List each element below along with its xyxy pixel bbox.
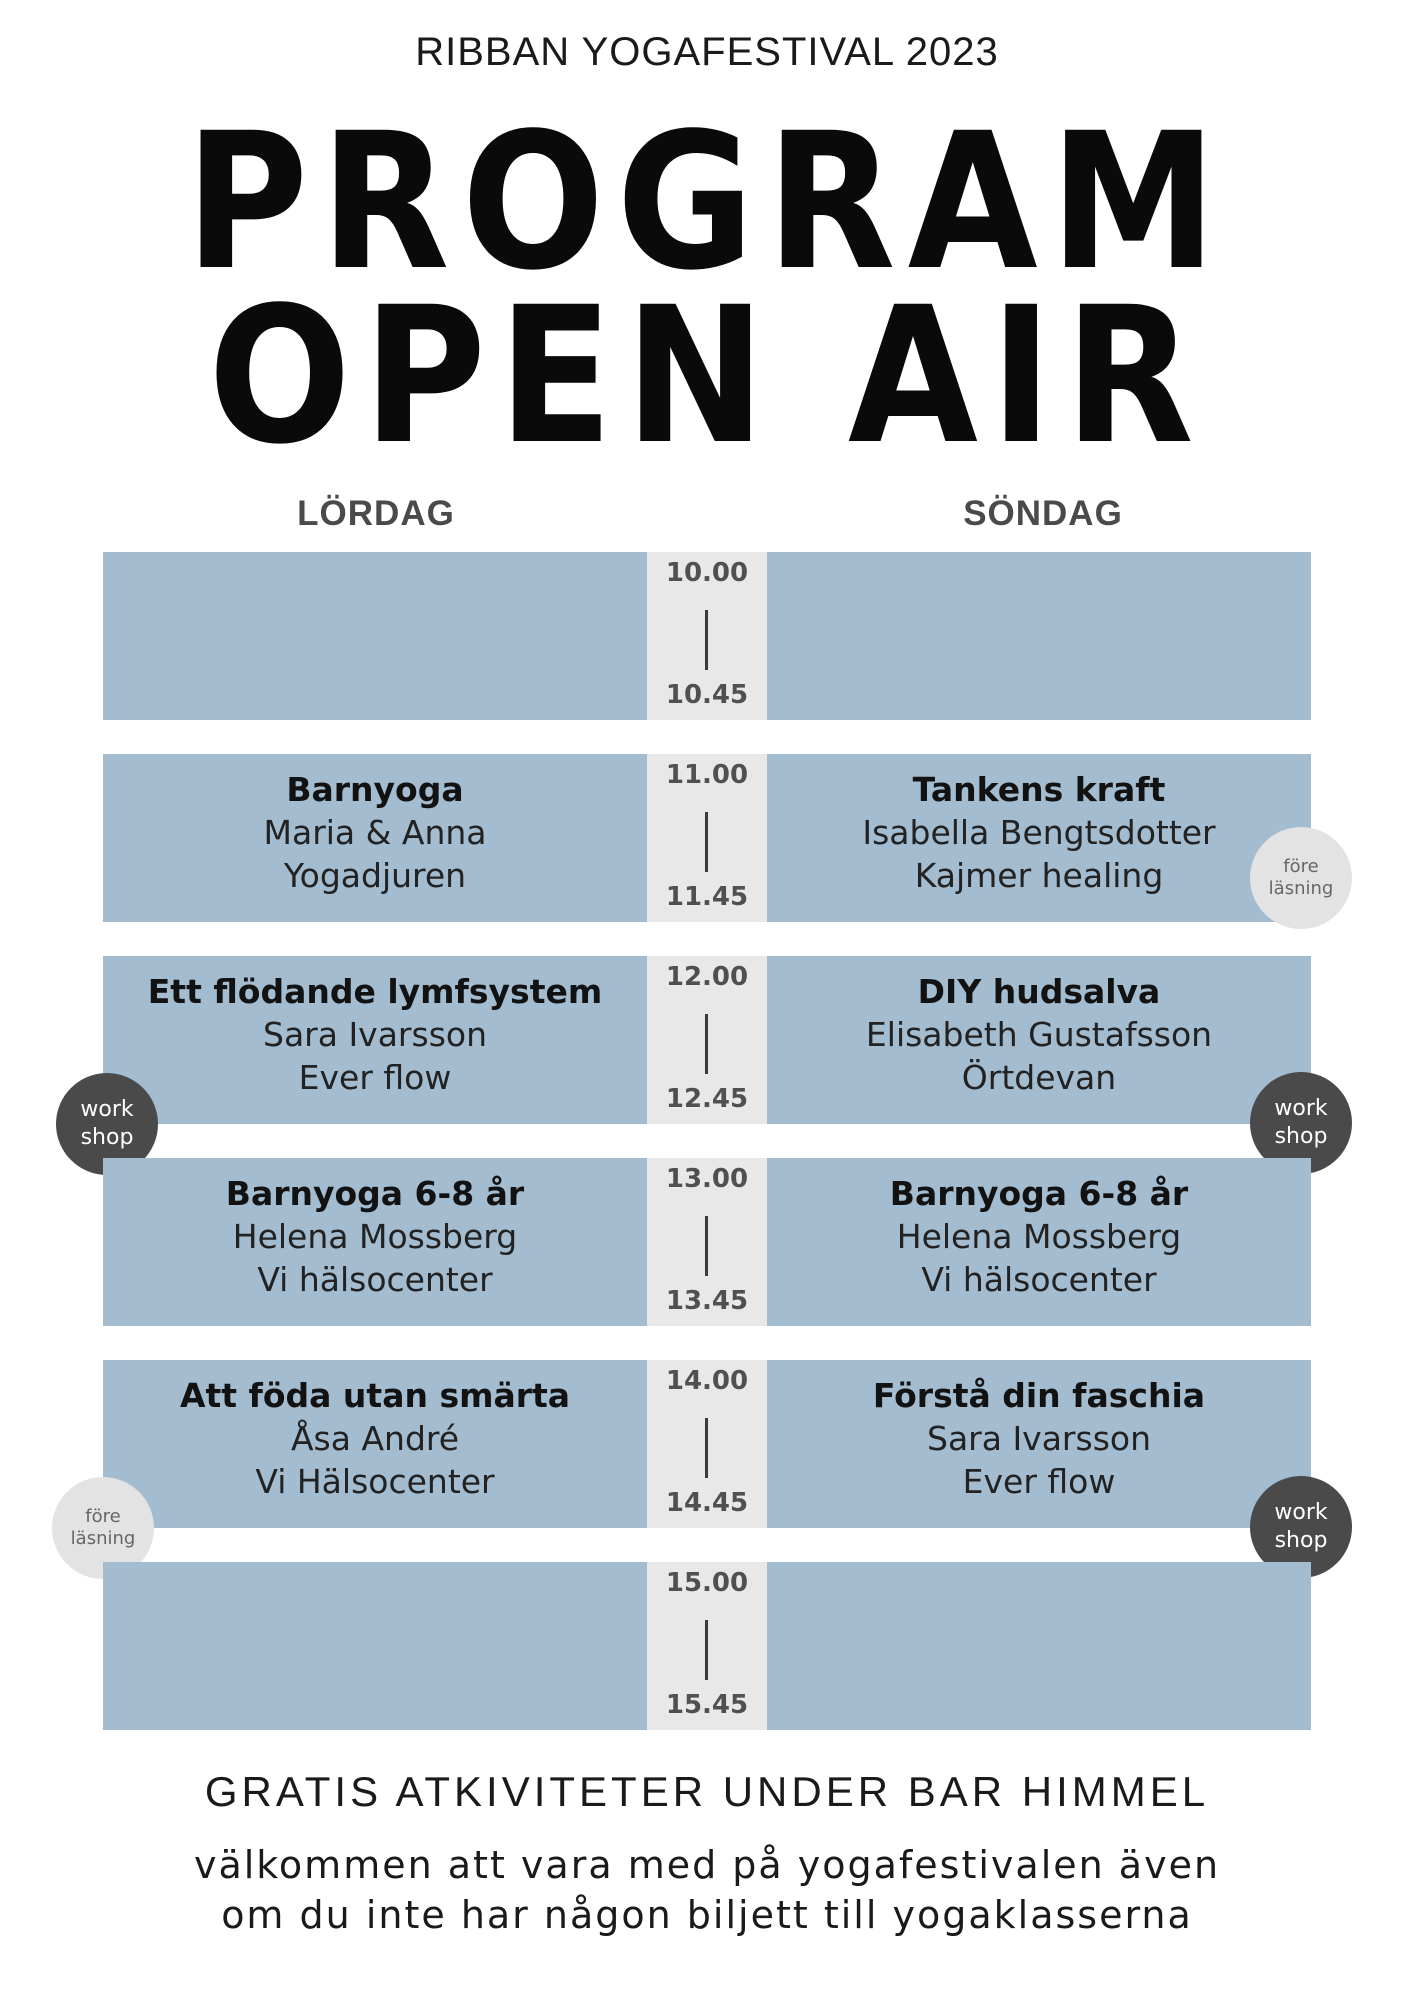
workshop-badge: work shop — [1250, 1072, 1352, 1174]
badge-text: shop — [1274, 1124, 1328, 1149]
end-time: 14.45 — [665, 1488, 749, 1518]
session-instructor: Elisabeth Gustafsson — [865, 1014, 1213, 1054]
session-organization: Ever flow — [298, 1057, 452, 1097]
session-instructor: Åsa André — [290, 1418, 460, 1458]
day-heading-sunday: SÖNDAG — [963, 494, 1123, 533]
footer-text: välkommen att vara med på yogafestivalen… — [0, 1840, 1414, 1940]
time-divider — [705, 812, 708, 872]
badge-text: före — [1283, 856, 1319, 877]
schedule-row: 10.00 10.45 — [103, 552, 1311, 720]
time-divider — [705, 1620, 708, 1680]
start-time: 12.00 — [665, 962, 749, 992]
session-instructor: Sara Ivarsson — [927, 1418, 1151, 1458]
time-slot: 10.00 10.45 — [647, 552, 767, 720]
session-title: Ett flödande lymfsystem — [147, 971, 603, 1011]
badge-text: work — [1274, 1096, 1328, 1121]
time-divider — [705, 1216, 708, 1276]
time-divider — [705, 610, 708, 670]
end-time: 15.45 — [665, 1690, 749, 1720]
session-organization: Ever flow — [962, 1461, 1116, 1501]
time-slot: 14.00 14.45 — [647, 1360, 767, 1528]
open-air-title: OPEN AIR — [208, 266, 1206, 486]
session-instructor: Maria & Anna — [263, 812, 487, 852]
session-saturday — [103, 552, 647, 720]
session-instructor: Helena Mossberg — [232, 1216, 518, 1256]
footer-text-line: välkommen att vara med på yogafestivalen… — [193, 1843, 1221, 1887]
time-slot: 11.00 11.45 — [647, 754, 767, 922]
session-instructor: Helena Mossberg — [896, 1216, 1182, 1256]
session-title: Barnyoga 6-8 år — [889, 1173, 1189, 1213]
day-heading-saturday: LÖRDAG — [297, 494, 455, 533]
session-title: Barnyoga 6-8 år — [225, 1173, 525, 1213]
session-sunday — [767, 1562, 1311, 1730]
time-divider — [705, 1014, 708, 1074]
festival-title: RIBBAN YOGAFESTIVAL 2023 — [415, 30, 999, 74]
start-time: 13.00 — [665, 1164, 749, 1194]
session-instructor: Isabella Bengtsdotter — [862, 812, 1216, 852]
time-slot: 13.00 13.45 — [647, 1158, 767, 1326]
session-title: Tankens kraft — [912, 769, 1166, 809]
session-organization: Kajmer healing — [914, 855, 1164, 895]
footer-headline: GRATIS ATKIVITETER UNDER BAR HIMMEL — [204, 1768, 1210, 1815]
session-saturday — [103, 1562, 647, 1730]
session-title: Förstå din faschia — [872, 1375, 1206, 1415]
program-title: PROGRAM — [185, 92, 1229, 312]
session-organization: Vi hälsocenter — [257, 1259, 493, 1299]
end-time: 13.45 — [665, 1286, 749, 1316]
start-time: 15.00 — [665, 1568, 749, 1598]
session-instructor: Sara Ivarsson — [263, 1014, 487, 1054]
session-organization: Örtdevan — [961, 1057, 1117, 1097]
badge-text: shop — [1274, 1528, 1328, 1553]
end-time: 12.45 — [665, 1084, 749, 1114]
schedule-row: 15.00 15.45 — [103, 1562, 1311, 1730]
session-organization: Vi Hälsocenter — [255, 1461, 495, 1501]
session-title: DIY hudsalva — [917, 971, 1161, 1011]
start-time: 11.00 — [665, 760, 749, 790]
session-organization: Yogadjuren — [283, 855, 467, 895]
badge-text: shop — [80, 1125, 134, 1150]
footer-text-line: om du inte har någon biljett till yogakl… — [221, 1893, 1193, 1937]
badge-text: work — [80, 1097, 134, 1122]
session-sunday — [767, 552, 1311, 720]
end-time: 10.45 — [665, 680, 749, 710]
badge-text: läsning — [1268, 878, 1334, 899]
session-title: Barnyoga — [286, 769, 464, 809]
start-time: 10.00 — [665, 558, 749, 588]
badge-text: före — [85, 1506, 121, 1527]
badge-text: läsning — [70, 1528, 136, 1549]
time-divider — [705, 1418, 708, 1478]
start-time: 14.00 — [665, 1366, 749, 1396]
session-title: Att föda utan smärta — [179, 1375, 571, 1415]
end-time: 11.45 — [665, 882, 749, 912]
session-organization: Vi hälsocenter — [921, 1259, 1157, 1299]
time-slot: 15.00 15.45 — [647, 1562, 767, 1730]
badge-text: work — [1274, 1500, 1328, 1525]
workshop-badge: work shop — [1250, 1476, 1352, 1578]
time-slot: 12.00 12.45 — [647, 956, 767, 1124]
